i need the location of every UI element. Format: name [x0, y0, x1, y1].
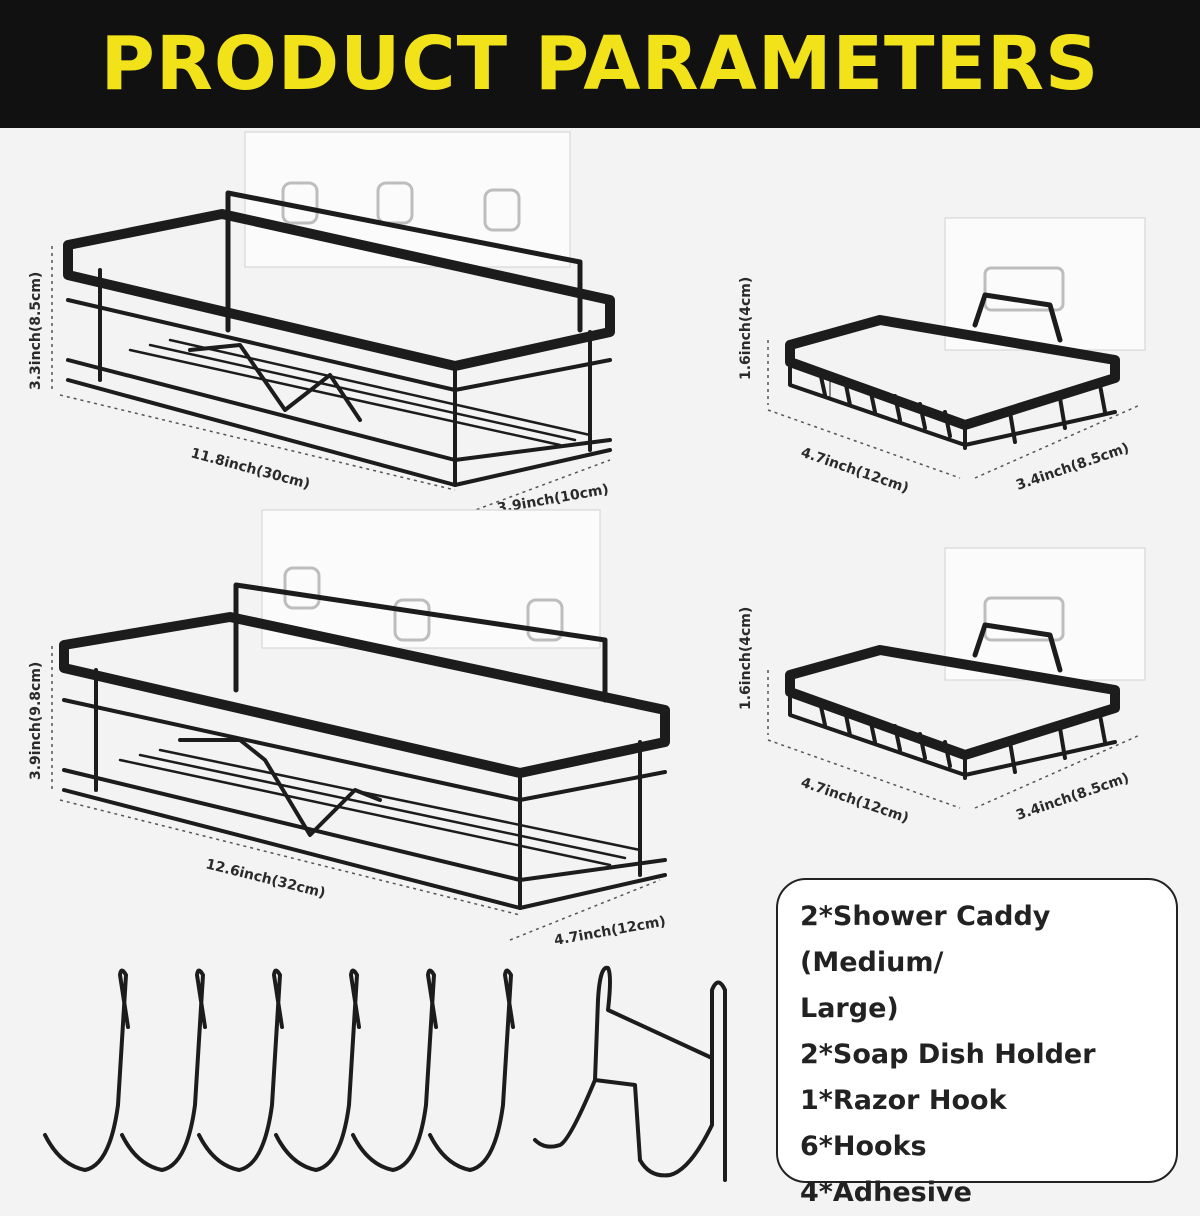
- adhesive-pad: [944, 547, 1146, 681]
- length-label: 4.7inch(12cm): [799, 775, 911, 827]
- contents-item: 6*Hooks: [800, 1131, 927, 1162]
- dimension-lines: [51, 646, 661, 941]
- caddy-frame: [59, 582, 670, 910]
- shower-caddy-medium: 3.3inch(8.5cm) 11.8inch(30cm) 3.9inch(10…: [28, 131, 615, 517]
- package-contents: 2*Shower Caddy (Medium/ Large) 2*Soap Di…: [776, 878, 1178, 1208]
- adhesive-hooks: [283, 566, 564, 642]
- length-label: 4.7inch(12cm): [799, 445, 911, 497]
- contents-item: 4*Adhesive: [800, 1177, 972, 1208]
- height-label: 1.6inch(4cm): [738, 607, 754, 710]
- contents-item: 2*Shower Caddy (Medium/: [800, 901, 1051, 978]
- length-label: 11.8inch(30cm): [189, 445, 312, 492]
- soap-dish-bottom: 1.6inch(4cm) 4.7inch(12cm) 3.4inch(8.5cm…: [738, 547, 1146, 827]
- hook: [43, 968, 130, 1172]
- razor-hook: [533, 965, 727, 1182]
- hook: [351, 968, 438, 1172]
- adhesive-pad: [944, 217, 1146, 351]
- shower-caddy-large: 3.9inch(9.8cm) 12.6inch(32cm) 4.7inch(12…: [28, 509, 670, 949]
- dish-frame: [785, 292, 1120, 450]
- header-banner: PRODUCT PARAMETERS: [0, 0, 1200, 128]
- dimension-lines: [51, 246, 611, 513]
- height-label: 3.9inch(9.8cm): [28, 662, 44, 780]
- hook: [197, 968, 284, 1172]
- contents-item: 1*Razor Hook: [800, 1085, 1007, 1116]
- hook: [428, 968, 515, 1172]
- adhesive-hook: [983, 596, 1065, 642]
- depth-label: 3.4inch(8.5cm): [1014, 770, 1131, 824]
- adhesive-hook: [983, 266, 1065, 312]
- height-label: 1.6inch(4cm): [738, 277, 754, 380]
- hook: [120, 968, 207, 1172]
- dimension-lines: [767, 670, 1141, 809]
- adhesive-pad: [244, 131, 571, 268]
- depth-label: 4.7inch(12cm): [553, 914, 667, 949]
- adhesive-hooks: [281, 181, 521, 232]
- hook: [274, 968, 361, 1172]
- height-label: 3.3inch(8.5cm): [28, 272, 44, 390]
- page-title: PRODUCT PARAMETERS: [100, 21, 1100, 107]
- contents-item: Large): [800, 993, 899, 1024]
- adhesive-pad: [261, 509, 601, 649]
- depth-label: 3.4inch(8.5cm): [1014, 440, 1131, 494]
- soap-dish-top: 1.6inch(4cm) 4.7inch(12cm) 3.4inch(8.5cm…: [738, 217, 1146, 497]
- caddy-frame: [63, 190, 615, 487]
- hooks: [43, 968, 515, 1172]
- contents-item: 2*Soap Dish Holder: [800, 1039, 1096, 1070]
- length-label: 12.6inch(32cm): [204, 856, 327, 901]
- dimension-lines: [767, 340, 1141, 479]
- dish-frame: [785, 622, 1120, 780]
